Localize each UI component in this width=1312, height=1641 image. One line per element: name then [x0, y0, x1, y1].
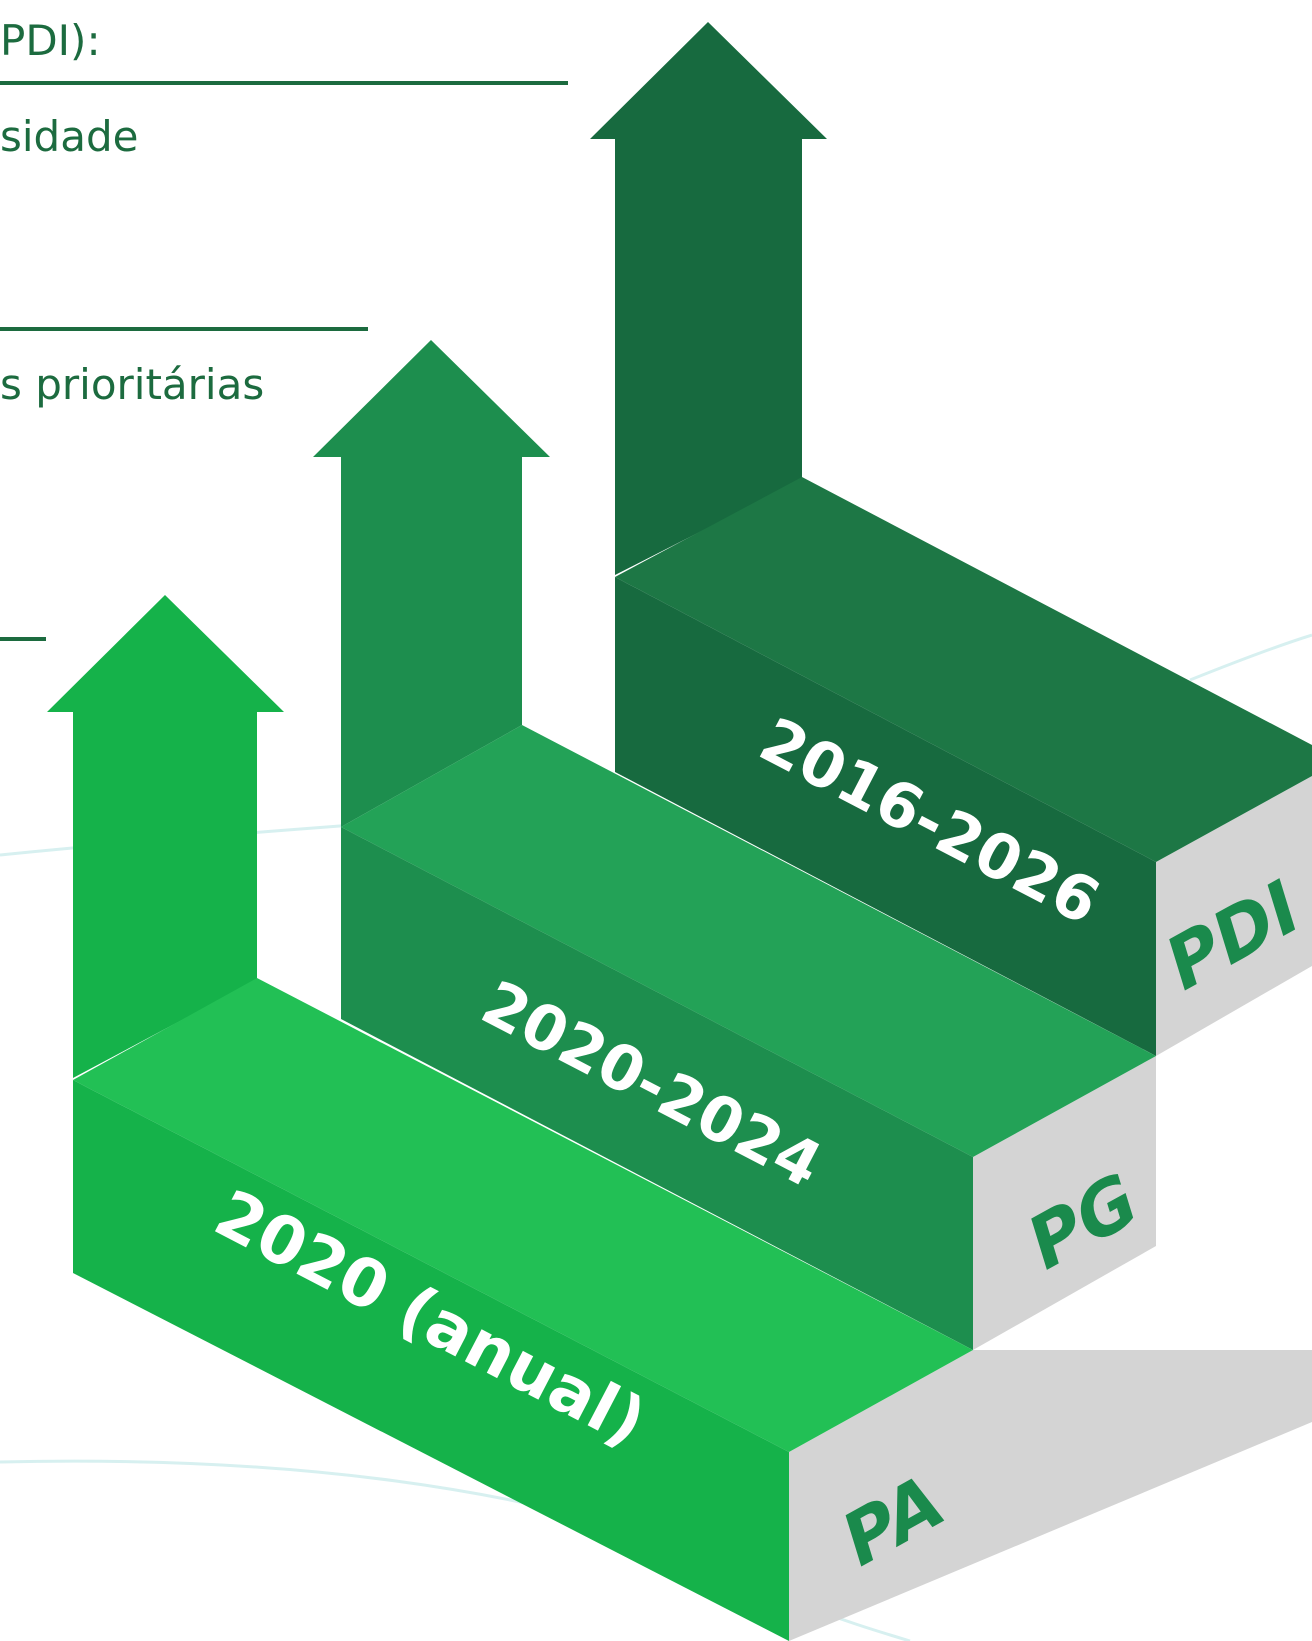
side-face-pa [789, 1350, 1312, 1641]
step-pa-front [73, 1080, 789, 1641]
divider-line-1 [0, 81, 568, 85]
text-fragment-line-2: sidade [0, 112, 139, 161]
step-pdi-front [615, 577, 1156, 1056]
text-fragment-line-3: s prioritárias [0, 360, 265, 409]
side-face-pdi [1156, 776, 1312, 1056]
arrow-pdi [590, 22, 827, 575]
step-pg-top [341, 725, 1156, 1157]
arrow-pa [47, 595, 284, 1078]
divider-line-2 [0, 327, 368, 331]
divider-line-3 [0, 637, 46, 641]
step-pdi-top [615, 477, 1312, 862]
background-curve [1189, 633, 1312, 682]
text-fragment-line-1: PDI): [0, 16, 101, 65]
arrow-pg [313, 340, 550, 1020]
step-pg-front [341, 827, 973, 1350]
step-pa-top [73, 978, 973, 1452]
side-face-pg [973, 1056, 1156, 1350]
